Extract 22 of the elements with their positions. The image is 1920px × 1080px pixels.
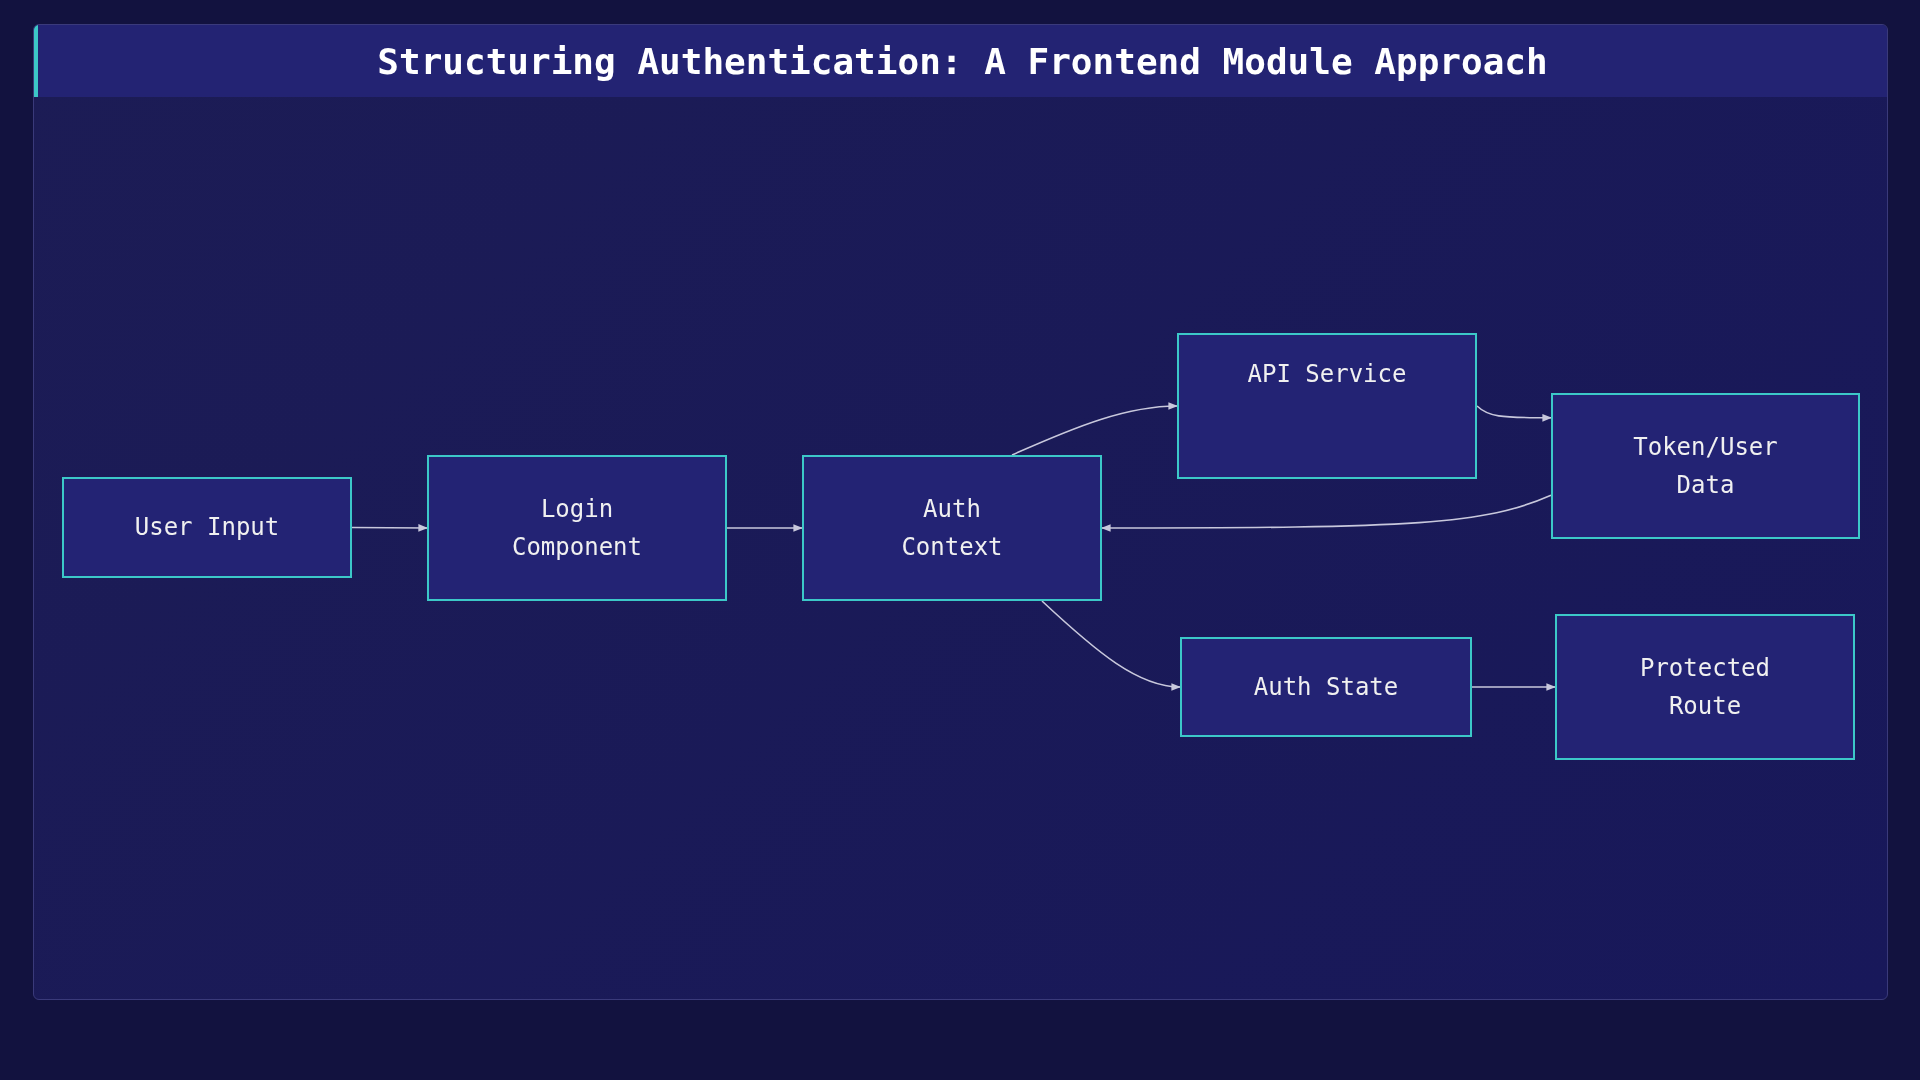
process-box bbox=[427, 455, 727, 601]
arrow bbox=[351, 524, 428, 532]
process-box bbox=[1551, 393, 1860, 539]
node-label: Protected Route bbox=[1638, 652, 1771, 722]
title: Structuring Authentication: A Frontend Module Approach bbox=[377, 40, 1548, 82]
process-box bbox=[1180, 637, 1472, 737]
arrow bbox=[1011, 402, 1178, 456]
arrow bbox=[726, 524, 803, 532]
node-label: Token/User Data bbox=[1632, 431, 1779, 501]
process-box bbox=[1177, 333, 1477, 479]
arrow bbox=[1476, 405, 1552, 422]
node-label: API Service bbox=[1247, 359, 1407, 390]
arrow bbox=[1471, 683, 1556, 691]
arrow bbox=[1101, 494, 1552, 532]
node-label: Auth State bbox=[1253, 671, 1399, 703]
process-box bbox=[62, 477, 352, 578]
arrow bbox=[1041, 600, 1181, 691]
node-label: Login Component bbox=[510, 493, 643, 563]
process-box bbox=[802, 455, 1102, 601]
node-label: User Input bbox=[134, 512, 280, 544]
process-box bbox=[1555, 614, 1855, 760]
node-label: Auth Context bbox=[900, 493, 1004, 563]
